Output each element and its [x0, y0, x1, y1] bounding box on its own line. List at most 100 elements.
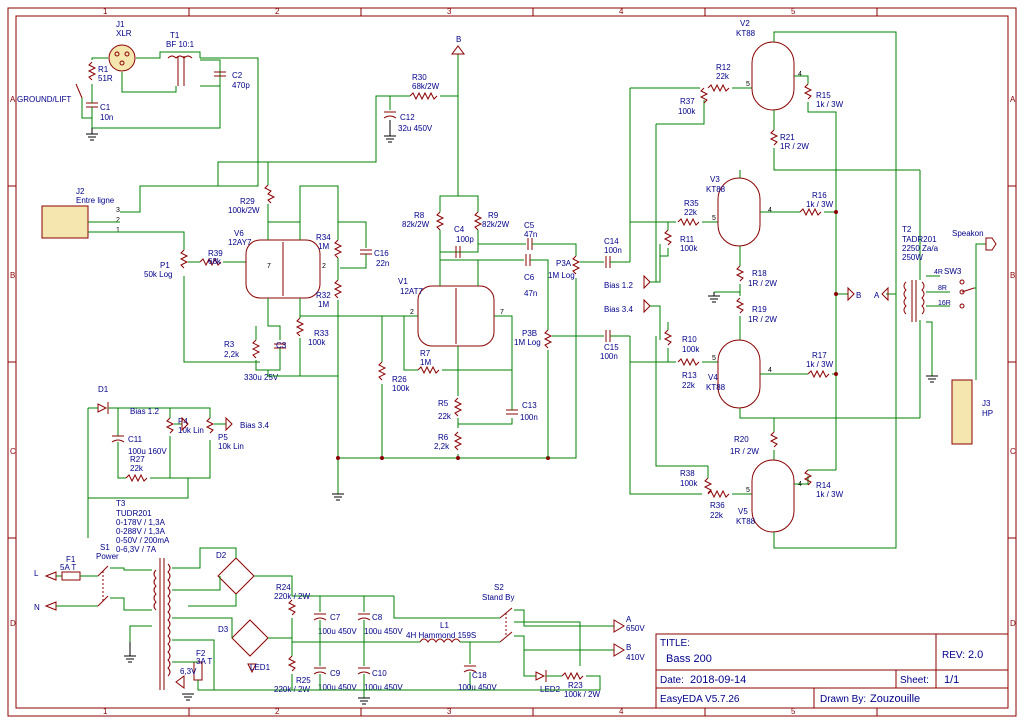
r18-resistor [735, 265, 745, 282]
svg-text:2: 2 [116, 217, 120, 224]
r37-resistor [699, 87, 709, 104]
t3-value-5: 0-6,3V / 7A [116, 545, 157, 554]
supply-r30-section: B R30 68k/2W C12 32u 450V [268, 35, 465, 196]
j1-value: XLR [116, 29, 132, 38]
c2-value: 470p [232, 81, 250, 90]
phase-inverter-v1-section: R8 82k/2W R9 82k/2W C4 100p C5 47n C6 47… [332, 195, 630, 501]
svg-text:5: 5 [746, 487, 750, 494]
mains-l-arrow [44, 571, 57, 581]
t2-value-1: TADR201 [902, 235, 937, 244]
grid-row-C-right: C [1010, 447, 1016, 456]
rev-value: 2.0 [968, 649, 983, 661]
bias34-net: Bias 3.4 [604, 305, 633, 314]
r20-value: 1R / 2W [730, 447, 759, 456]
tap-16r: 16R [938, 300, 951, 307]
c4-ref: C4 [454, 225, 465, 234]
grid-col-5: 5 [791, 7, 796, 16]
j3-ref: J3 [982, 399, 991, 408]
r12-ref: R12 [716, 63, 731, 72]
out-a-arrow [613, 619, 625, 633]
t3-value-1: TUDR201 [116, 509, 152, 518]
p3b-potentiometer [543, 329, 553, 349]
title-block [655, 633, 1009, 709]
t1-ref: T1 [170, 31, 180, 40]
heater-arrow [175, 675, 185, 689]
p3a-ref: P3A [556, 259, 572, 268]
r18-ref: R18 [752, 269, 767, 278]
r19-ref: R19 [752, 305, 767, 314]
r21-value: 1R / 2W [780, 142, 809, 151]
grid-col-2-bottom: 2 [275, 707, 280, 716]
drawn-by-label: Drawn By: [820, 694, 866, 705]
sheet-value: 1/1 [944, 674, 959, 686]
r10-resistor [663, 329, 673, 346]
r13-ref: R13 [682, 371, 697, 380]
r35-value: 22k [684, 208, 698, 217]
f1-value: 5A T [60, 563, 76, 572]
v4-ref: V4 [708, 373, 718, 382]
xlr-connector [108, 44, 136, 72]
r36-value: 22k [710, 511, 724, 520]
p4-ref: P4 [178, 417, 188, 426]
bias34-out-label: Bias 3.4 [240, 421, 269, 430]
drawn-by-value: Zouzouille [870, 693, 920, 705]
r26-resistor [377, 361, 387, 381]
grid-row-D: D [10, 619, 16, 628]
c9-value: 100u 450V [318, 683, 357, 692]
ground-symbol-1 [86, 128, 98, 141]
r8-resistor [435, 211, 445, 231]
bias34-out-arrow [225, 416, 233, 432]
c12-ref: C12 [400, 113, 415, 122]
c6-ref: C6 [524, 273, 535, 282]
date-label: Date: [660, 675, 684, 686]
out-b-arrow [613, 643, 625, 657]
l1-value: 4H Hammond 159S [406, 631, 476, 640]
svg-text:3: 3 [116, 207, 120, 214]
power-supply-section: T3 TUDR201 0-178V / 1,3A 0-288V / 1,3A 0… [34, 499, 645, 705]
r29-value: 100k/2W [228, 206, 260, 215]
t3-primary [153, 569, 157, 611]
r29-ref: R29 [240, 197, 255, 206]
r18-value: 1R / 2W [748, 279, 777, 288]
r24-resistor [287, 599, 297, 616]
c16-value: 22n [376, 259, 389, 268]
ground-symbol-output [926, 375, 938, 383]
c9-ref: C9 [330, 669, 341, 678]
grid-col-3: 3 [447, 7, 452, 16]
t1-coil-a [167, 55, 193, 59]
r6-value: 2,2k [434, 442, 450, 451]
t3-value-3: 0-288V / 1,3A [116, 527, 166, 536]
ground-lift-label: GROUND/LIFT [17, 95, 71, 104]
c14-ref: C14 [604, 237, 619, 246]
svg-text:4: 4 [768, 207, 772, 214]
r3-resistor [251, 339, 261, 359]
r12-resistor [707, 83, 730, 93]
net-b-arrow [451, 45, 465, 55]
r7-ref: R7 [420, 349, 431, 358]
r7-resistor [417, 365, 440, 375]
v6-value: 12AY7 [228, 238, 252, 247]
r5-resistor [453, 397, 463, 417]
led2-diode [535, 671, 546, 681]
r37-value: 100k [678, 107, 696, 116]
r9-value: 82k/2W [482, 220, 510, 229]
r39-value: 68k [208, 257, 222, 266]
f2-ref: F2 [196, 649, 206, 658]
r39-resistor [199, 257, 222, 267]
grid-col-1: 1 [103, 7, 108, 16]
title-value: Bass 200 [666, 653, 712, 665]
grid-col-4: 4 [619, 7, 624, 16]
tap-8r: 8R [938, 285, 947, 292]
v1-value: 12AT7 [400, 287, 424, 296]
r34-resistor [333, 239, 343, 259]
r33-value: 100k [308, 338, 326, 347]
net-a-label: A [874, 291, 880, 300]
p1-potentiometer [179, 249, 189, 269]
r15-ref: R15 [816, 91, 831, 100]
r21-ref: R21 [780, 133, 795, 142]
grid-row-A: A [10, 95, 16, 104]
p4-potentiometer [165, 417, 175, 434]
r32-resistor [333, 279, 343, 299]
grid-row-C: C [10, 447, 16, 456]
j3-value: HP [982, 409, 993, 418]
